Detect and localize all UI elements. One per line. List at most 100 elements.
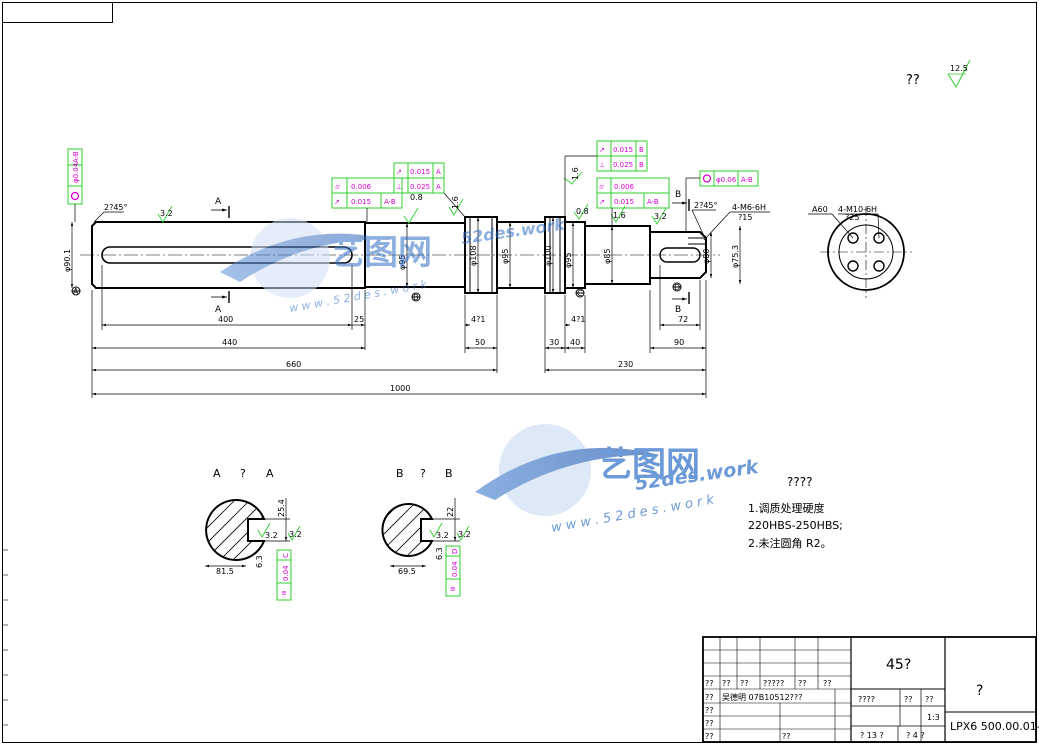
roughness-1-6-b: 1.6 — [613, 211, 626, 220]
title-designer-name: 吴德明 07B10512??? — [722, 692, 802, 702]
title-block — [702, 636, 1037, 743]
tolerance-frame-left: φ0.04 A-B — [67, 148, 83, 222]
concentricity-icon — [702, 174, 712, 183]
cut-a-top-label: A — [215, 197, 222, 207]
general-roughness-value: 12.5 — [950, 64, 968, 73]
roughness-values: 3.2 1.6 0.8 1.6 0.8 1.6 3.2 — [160, 167, 667, 221]
title-sheets: ? 13 ? — [860, 731, 884, 740]
tolerance-5-value: φ0.06 — [716, 176, 737, 184]
tolerance-2-row1-value: 0.015 — [410, 168, 430, 176]
tolerance-1-row2-value: 0.015 — [351, 198, 371, 206]
watermark-1-url: 52des.work — [460, 214, 567, 248]
end-view-a60: A60 — [812, 205, 828, 214]
dim-dia-108: φ108 — [469, 245, 478, 266]
end-view — [808, 206, 912, 298]
dim-25: 25 — [354, 315, 364, 324]
tolerance-1-row1-value: 0.006 — [351, 183, 372, 191]
section-a-title-1: A — [213, 467, 221, 480]
dim-thread-depth: ?15 — [738, 213, 752, 222]
tolerance-frame-4: ⌭ ↗ 0.006 0.015 A-B — [596, 177, 670, 226]
section-b-key-dim: 22 — [446, 507, 455, 517]
datum-c-label: C — [577, 289, 583, 298]
section-a-title-2: ? — [240, 467, 246, 480]
tolerance-5-datum: A-B — [741, 176, 753, 184]
title-sheet-no: ? 4 ? — [906, 731, 925, 740]
tolerance-frame-5: φ0.06 A-B — [685, 170, 759, 232]
section-a-title-3: A — [266, 467, 274, 480]
perpendicularity-icon: ⊥ — [599, 161, 605, 169]
dim-30: 30 — [549, 338, 559, 347]
title-footer-a: ?? — [782, 732, 791, 741]
tolerance-4-row2-datum: A-B — [647, 198, 659, 206]
title-row-c: ?? — [705, 732, 714, 741]
dim-50: 50 — [475, 338, 485, 347]
title-r1c2: ?? — [722, 679, 731, 688]
circular-runout-icon: ↗ — [396, 168, 402, 176]
title-r1c3: ?? — [740, 679, 749, 688]
notes-line-1: 1.调质处理硬度 — [748, 501, 825, 515]
title-row-b: ?? — [705, 719, 714, 728]
section-b-title-3: B — [445, 467, 453, 480]
dim-dia-85: φ85 — [603, 249, 612, 264]
cut-b-bottom-label: B — [675, 305, 681, 315]
runout-icon: ↗ — [599, 198, 605, 206]
title-r1c1: ?? — [705, 679, 714, 688]
dimension-texts: 400 25 440 660 1000 50 30 40 230 90 72 4… — [63, 201, 766, 393]
cylindricity-icon: ⌭ — [335, 183, 340, 191]
roughness-3-2-right: 3.2 — [654, 212, 667, 221]
title-designer-label: ?? — [705, 693, 714, 702]
dim-thread: 4-M6-6H — [732, 203, 766, 212]
section-b-roughness-3: 6.3 — [435, 547, 444, 560]
dim-chamfer-right: 2?45° — [694, 201, 718, 210]
section-a-roughness-3: 6.3 — [255, 555, 264, 568]
title-material: 45? — [886, 657, 911, 673]
watermark-1-cn: 艺图网 — [330, 233, 432, 273]
watermark-1: 艺图网 52des.work w w w . 5 2 d e s . w o r… — [220, 214, 567, 315]
title-scale: 1:3 — [927, 713, 940, 722]
dimension-lines — [70, 209, 770, 398]
dim-660: 660 — [286, 360, 301, 369]
watermark-2: 艺图网 52des.work w w w . 5 2 d e s . w o r… — [475, 424, 761, 536]
dim-4r1-left: 4?1 — [471, 315, 485, 324]
roughness-0-8-b: 0.8 — [576, 207, 589, 216]
tolerance-3-row2-value: 0.025 — [613, 161, 633, 169]
tolerance-left-datum: A-B — [72, 151, 80, 163]
circular-runout-icon: ↗ — [599, 146, 605, 154]
section-b-roughness-1: 3.2 — [436, 531, 449, 540]
tolerance-frame-2: ↗ ⊥ 0.015 A 0.025 A — [393, 162, 466, 218]
end-view-thread: 4-M10-6H — [838, 205, 877, 214]
title-r1c5: ?? — [798, 679, 807, 688]
dim-4r1-right: 4?1 — [571, 315, 585, 324]
roughness-0-8-a: 0.8 — [410, 193, 423, 202]
roughness-1-6-mid: 1.6 — [451, 196, 460, 209]
title-stage: ???? — [858, 695, 875, 704]
title-r1c6: ?? — [823, 679, 832, 688]
tolerance-2-row1-datum: A — [436, 168, 441, 176]
section-b-dia-dim: 69.5 — [398, 567, 416, 576]
section-b-title-2: ? — [420, 467, 426, 480]
dim-230: 230 — [618, 360, 633, 369]
dim-dia-75: φ75.3 — [731, 245, 740, 268]
dim-dia-left: φ90.1 — [63, 249, 72, 272]
general-roughness: ?? 12.5 — [906, 59, 971, 89]
technical-notes: ???? 1.调质处理硬度 220HBS-250HBS; 2.未注圆角 R2。 — [748, 475, 843, 550]
section-a-roughness-1: 3.2 — [265, 531, 278, 540]
concentricity-icon — [70, 191, 80, 201]
dim-1000: 1000 — [390, 384, 410, 393]
end-view-depth: ?25 — [845, 213, 859, 222]
section-a-tolerance-value: 0.04 — [282, 565, 290, 581]
tolerance-4-row1-value: 0.006 — [614, 183, 635, 191]
tolerance-left-value: φ0.04 — [72, 162, 80, 183]
section-b-b: B ? B 22 69.5 3.2 3.2 6.3 0.04 D ≡ — [381, 467, 471, 597]
notes-heading: ???? — [787, 475, 812, 489]
notes-line-2: 220HBS-250HBS; — [748, 519, 843, 532]
roughness-3-2-left: 3.2 — [160, 209, 173, 218]
cylindricity-icon: ⌭ — [599, 183, 604, 191]
title-drawing-number: LPX6 500.00.01-0 — [950, 720, 1039, 733]
dim-40: 40 — [570, 338, 580, 347]
datum-symbols — [71, 282, 682, 302]
tolerance-2-row2-datum: A — [436, 183, 441, 191]
cut-a-bottom-label: A — [215, 305, 222, 315]
dim-dia-80: φ80 — [702, 249, 711, 264]
